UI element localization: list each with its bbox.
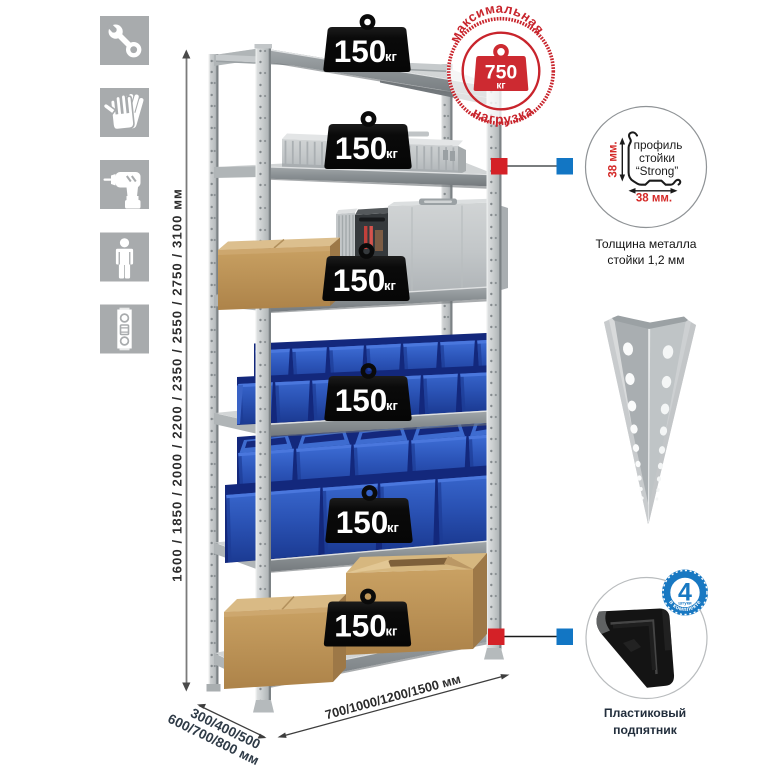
svg-text:150: 150 <box>335 130 388 166</box>
svg-text:профиль: профиль <box>634 138 683 152</box>
svg-text:150: 150 <box>334 608 387 644</box>
svg-text:кг: кг <box>386 624 399 639</box>
svg-text:кг: кг <box>387 520 400 535</box>
svg-text:кг: кг <box>386 398 399 413</box>
svg-text:150: 150 <box>336 504 389 540</box>
svg-text:кг: кг <box>496 81 505 92</box>
svg-text:750: 750 <box>485 62 518 84</box>
svg-text:штуки: штуки <box>678 600 692 605</box>
svg-text:кг: кг <box>384 278 397 293</box>
svg-text:38 мм.: 38 мм. <box>608 141 620 177</box>
svg-text:38 мм.: 38 мм. <box>636 193 672 205</box>
svg-text:кг: кг <box>385 49 398 64</box>
svg-text:150: 150 <box>334 33 387 69</box>
svg-text:4: 4 <box>678 579 692 607</box>
svg-text:стойки: стойки <box>639 151 675 165</box>
svg-text:150: 150 <box>335 382 388 418</box>
svg-text:кг: кг <box>386 146 399 161</box>
svg-text:стойки 1,2 мм: стойки 1,2 мм <box>607 253 684 267</box>
svg-text:150: 150 <box>333 262 386 298</box>
svg-text:Пластиковый: Пластиковый <box>604 706 686 720</box>
svg-text:подпятник: подпятник <box>613 723 678 737</box>
svg-text:“Strong”: “Strong” <box>636 164 679 178</box>
svg-text:1600 / 1850 / 2000 / 2200 / 23: 1600 / 1850 / 2000 / 2200 / 2350 / 2550 … <box>170 188 185 582</box>
svg-text:Толщина металла: Толщина металла <box>595 237 696 251</box>
